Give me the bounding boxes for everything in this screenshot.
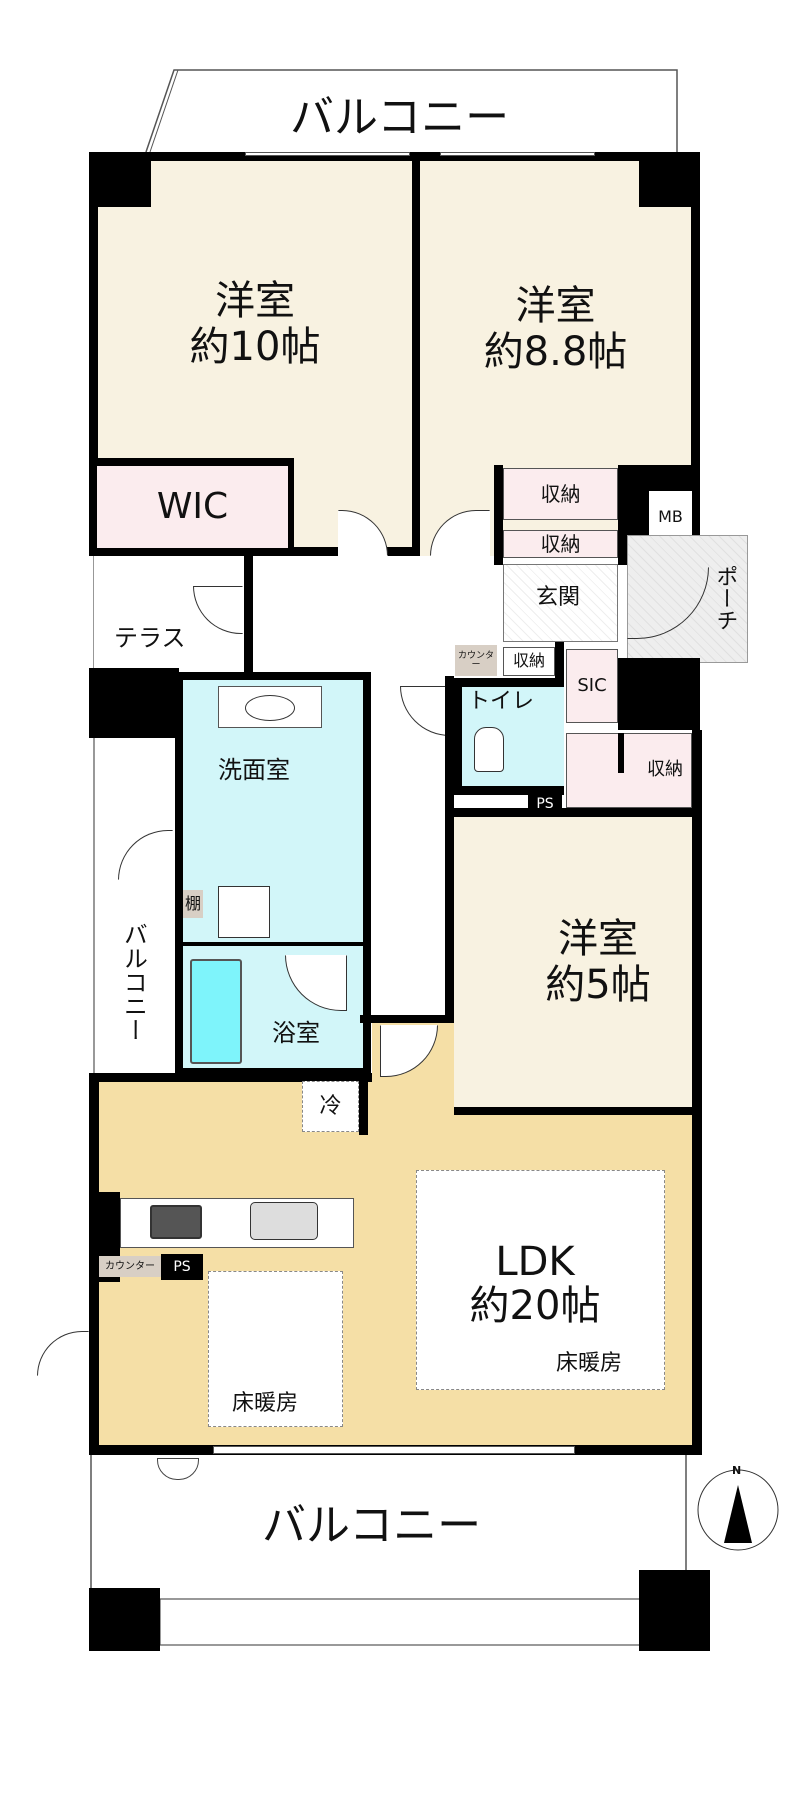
balcony-side-label: バルコニー — [119, 922, 148, 1042]
wic-label: WIC — [156, 486, 229, 528]
storage-3: 収納 — [503, 647, 555, 676]
column — [89, 1588, 160, 1651]
sic-label: SIC — [577, 674, 607, 696]
wic: WIC — [89, 458, 294, 556]
room-small-name: 洋室 — [557, 916, 638, 962]
kitchen-counter-label: カウンター — [105, 1260, 155, 1272]
counter-label: カウンター — [457, 650, 494, 670]
window-west — [245, 152, 410, 156]
washroom-label: 洗面室 — [218, 756, 290, 784]
shelf-label: 棚 — [184, 893, 201, 913]
entrance-label: 玄関 — [536, 585, 581, 610]
column — [639, 152, 700, 207]
wall — [359, 1073, 368, 1135]
sic: SIC — [566, 649, 618, 723]
room-east-name: 洋室 — [515, 282, 596, 329]
storage-label: 収納 — [647, 759, 683, 781]
ldk-window — [213, 1446, 575, 1454]
north-compass-icon — [697, 1469, 779, 1551]
compass-north-label: N — [732, 1464, 742, 1477]
toilet — [453, 678, 564, 795]
wall — [494, 465, 503, 565]
toilet-label: トイレ — [468, 689, 535, 714]
floor-heating-area-1 — [208, 1271, 343, 1427]
room-east-size: 約8.8帖 — [483, 328, 628, 375]
fridge-space: 冷 — [302, 1081, 359, 1132]
storage-label: 収納 — [512, 651, 545, 671]
ldk-size: 約20帖 — [469, 1283, 601, 1329]
fridge-label: 冷 — [319, 1093, 342, 1119]
floor-heating-label-2: 床暖房 — [556, 1351, 623, 1376]
storage-1: 収納 — [503, 468, 618, 520]
kitchen-counter-label-box: カウンター — [99, 1256, 161, 1277]
floor-heating-label-1: 床暖房 — [232, 1391, 299, 1416]
ps-label: PS — [536, 795, 554, 812]
counter-small: カウンター — [455, 645, 497, 676]
wall — [175, 942, 371, 948]
sink-icon — [245, 695, 295, 721]
washing-machine-pan — [218, 886, 270, 938]
storage-label: 収納 — [540, 531, 581, 556]
room-west-size: 約10帖 — [189, 324, 321, 370]
wall — [618, 733, 624, 773]
column — [639, 1570, 710, 1651]
wall — [445, 676, 454, 1116]
ps-kitchen: PS — [161, 1254, 203, 1280]
kitchen-sink-icon — [250, 1202, 318, 1240]
porch-label: ポーチ — [712, 565, 738, 631]
column — [89, 668, 179, 738]
window-east — [440, 152, 595, 156]
stove-icon — [150, 1205, 202, 1239]
room-west-name: 洋室 — [215, 278, 295, 324]
vanity — [218, 686, 322, 728]
toilet-bowl-icon — [474, 727, 504, 772]
shelf: 棚 — [183, 890, 203, 918]
terrace-label: テラス — [114, 624, 186, 652]
storage-label: 収納 — [540, 481, 581, 506]
ldk-name: LDK — [495, 1239, 575, 1285]
mb: MB — [649, 491, 692, 543]
floor-heating-area-2 — [416, 1170, 665, 1390]
ps-label: PS — [173, 1258, 191, 1275]
room-small: 洋室約5帖 — [454, 808, 692, 1115]
wall — [360, 1015, 450, 1023]
bath-label: 浴室 — [272, 1019, 320, 1047]
balcony-top-label: バルコニー — [290, 92, 510, 143]
entrance — [503, 564, 618, 642]
bathtub — [190, 959, 242, 1064]
room-small-size: 約5帖 — [545, 962, 651, 1008]
storage-2: 収納 — [503, 530, 618, 558]
wall — [692, 730, 702, 1115]
storage-4: 収納 — [566, 733, 692, 808]
wall — [244, 556, 253, 678]
mb-label: MB — [658, 506, 683, 526]
balcony-bottom-label: バルコニー — [262, 1500, 482, 1551]
column — [89, 152, 151, 207]
column — [618, 658, 700, 730]
